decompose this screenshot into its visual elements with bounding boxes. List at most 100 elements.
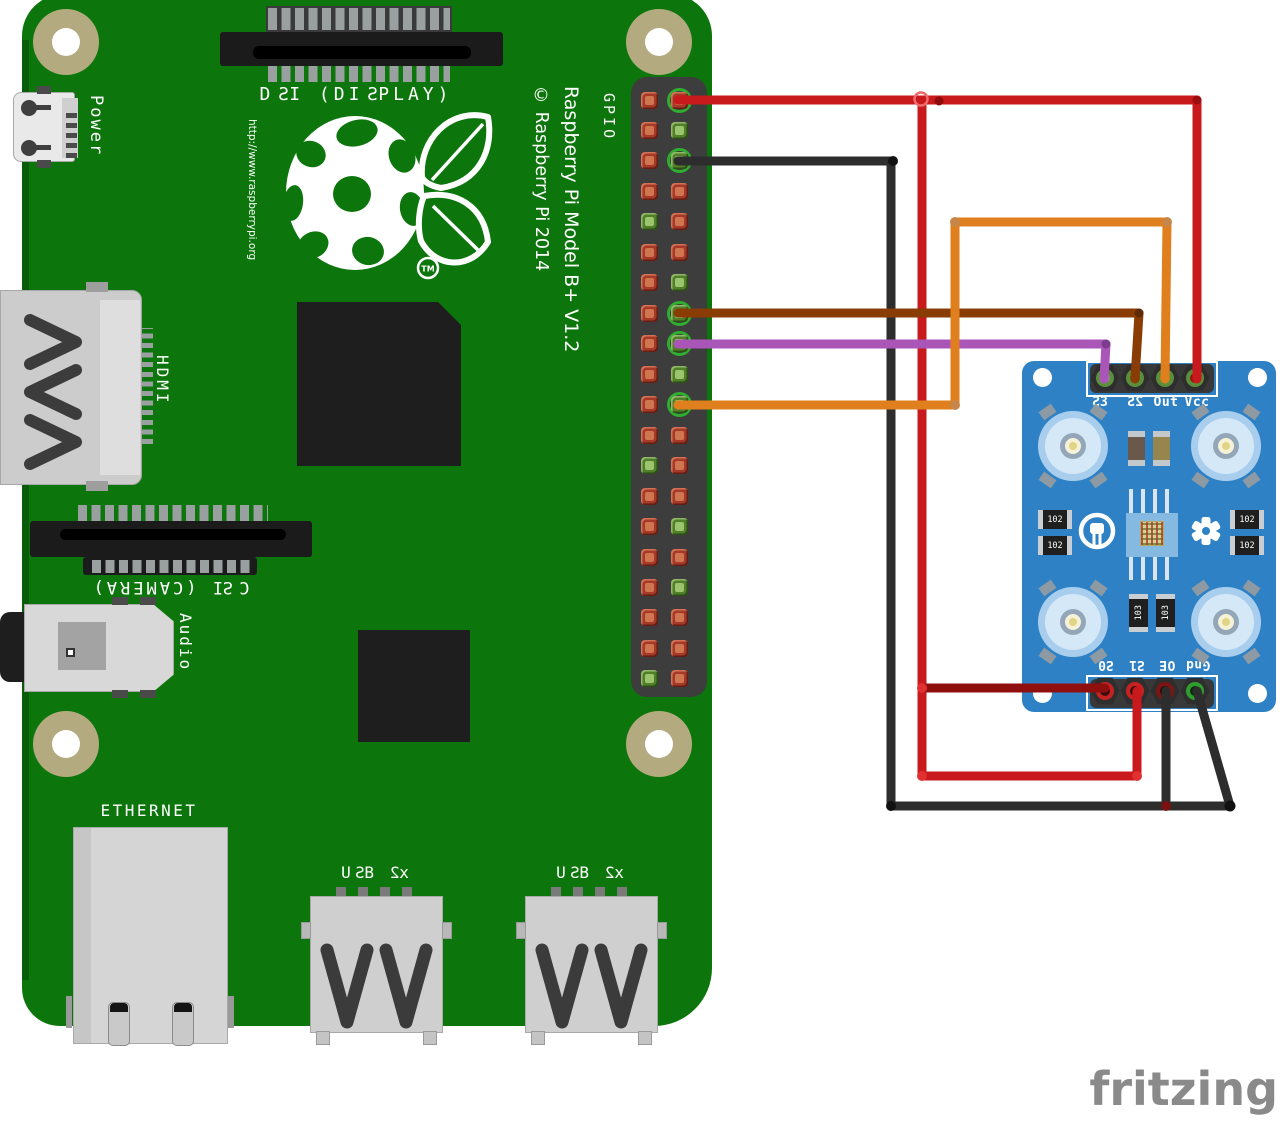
sensor-trace: [1165, 557, 1169, 580]
gpio-pin-row15-right: [671, 518, 688, 536]
audio-pin: [112, 690, 128, 698]
sensor-led: [1191, 403, 1261, 489]
sensor-trace: [1153, 557, 1157, 580]
dsi-teeth-top: [268, 8, 450, 30]
gpio-pin-row17-right: [671, 579, 688, 597]
fritzing-watermark: fritzing: [1089, 1062, 1278, 1116]
gpio-pin-row14-right: [671, 487, 688, 505]
sensor-hole: [1033, 684, 1052, 703]
tcs3200-chip: [1140, 521, 1164, 546]
audio-pin: [112, 597, 128, 605]
power-screw: [21, 140, 37, 156]
gpio-pin-row3-right: [671, 152, 688, 170]
gpio-pin-row14-left: [641, 487, 658, 505]
resistor: 103: [1156, 594, 1175, 632]
sensor-trace: [1129, 489, 1133, 514]
sensor-trace: [1129, 557, 1133, 580]
wire-red-power: [673, 95, 1202, 384]
sensor-led: [1038, 403, 1108, 489]
ethernet-leg: [108, 1002, 130, 1046]
sensor-label-out: Out: [1153, 395, 1179, 410]
sensor-trace: [1141, 489, 1145, 514]
gpio-pin-row10-left: [641, 365, 658, 383]
sensor-trace: [1165, 489, 1169, 514]
audio-detail: [66, 648, 75, 657]
usb2-label: USB 2x: [556, 863, 626, 882]
gpio-pin-row6-left: [641, 243, 658, 261]
usb1-foot: [316, 1031, 330, 1045]
audio-inner: [58, 622, 106, 670]
hdmi-label: HDMI: [153, 355, 172, 406]
dsi-teeth-bottom: [268, 66, 450, 82]
usb1-connector: [310, 896, 443, 1033]
gpio-pin-row1-right: [671, 91, 688, 109]
gpio-pin-row2-left: [641, 121, 658, 139]
resistor: 102: [1038, 536, 1072, 555]
gpio-pin-row8-left: [641, 304, 658, 322]
gpio-pin-row9-right: [671, 335, 688, 353]
usb1-tab: [442, 922, 452, 939]
gpio-pin-row19-left: [641, 639, 658, 657]
usb2-foot: [531, 1031, 545, 1045]
gpio-pin-row5-left: [641, 213, 658, 231]
gpio-pin-row10-right: [671, 365, 688, 383]
power-label: Power: [86, 95, 106, 157]
gpio-pin-row17-left: [641, 579, 658, 597]
sensor-trace: [1141, 557, 1145, 580]
dsi-label: DSI (DISPLAY): [259, 84, 453, 105]
sensor-trace: [1153, 489, 1157, 514]
gpio-pin-row13-right: [671, 457, 688, 475]
sensor-hole: [1248, 684, 1267, 703]
gpio-pin-row16-right: [671, 548, 688, 566]
sensor-hole: [1033, 368, 1052, 387]
gpio-pin-row4-left: [641, 182, 658, 200]
secondary-chip: [358, 630, 470, 742]
audio-barrel: [0, 612, 27, 682]
usb1-foot: [423, 1031, 437, 1045]
power-screw: [21, 100, 37, 116]
gpio-header: [631, 77, 707, 697]
gpio-pin-row18-left: [641, 609, 658, 627]
sensor-label-s2: S2: [1126, 395, 1144, 410]
power-tab: [37, 160, 51, 168]
usb1-tab: [301, 922, 311, 939]
resistor: 103: [1129, 594, 1148, 632]
gpio-pin-row6-right: [671, 243, 688, 261]
ethernet-clip: [66, 996, 72, 1028]
usb1-label: USB 2x: [341, 863, 411, 882]
usb2-teeth: [551, 887, 631, 896]
gpio-pin-row19-right: [671, 639, 688, 657]
gpio-pin-row12-right: [671, 426, 688, 444]
gpio-pin-row11-right: [671, 396, 688, 414]
gpio-pin-row20-right: [671, 670, 688, 688]
gpio-label: GPIO: [600, 93, 618, 142]
audio-pin: [140, 597, 156, 605]
ethernet-clip: [228, 996, 234, 1028]
mounting-hole: [33, 9, 99, 75]
gpio-pin-row15-left: [641, 518, 658, 536]
usb1-teeth: [336, 887, 416, 896]
power-teeth: [66, 110, 77, 158]
csi-slot: [60, 529, 286, 540]
url-label: http://www.raspberrypi.org: [246, 119, 258, 261]
ethernet-strip: [74, 828, 91, 1043]
ethernet-connector: [73, 827, 228, 1044]
resistor: 102: [1230, 536, 1264, 555]
ethernet-leg: [172, 1002, 194, 1046]
gpio-pin-row7-right: [671, 274, 688, 292]
sensor-label-oe: OE: [1158, 657, 1176, 672]
sensor-led: [1191, 579, 1261, 665]
model-label: Raspberry Pi Model B+ V1.2: [560, 86, 582, 353]
dsi-slot: [253, 46, 471, 59]
mounting-hole: [626, 711, 692, 777]
usb2-tab: [657, 922, 667, 939]
gpio-pin-row12-left: [641, 426, 658, 444]
gpio-pin-row16-left: [641, 548, 658, 566]
hdmi-inner: [100, 300, 140, 475]
csi-teeth-top: [78, 505, 268, 522]
usb2-foot: [638, 1031, 652, 1045]
mounting-hole: [33, 711, 99, 777]
csi-label: CSI (CAMERA): [90, 577, 250, 597]
gpio-pin-row11-left: [641, 396, 658, 414]
